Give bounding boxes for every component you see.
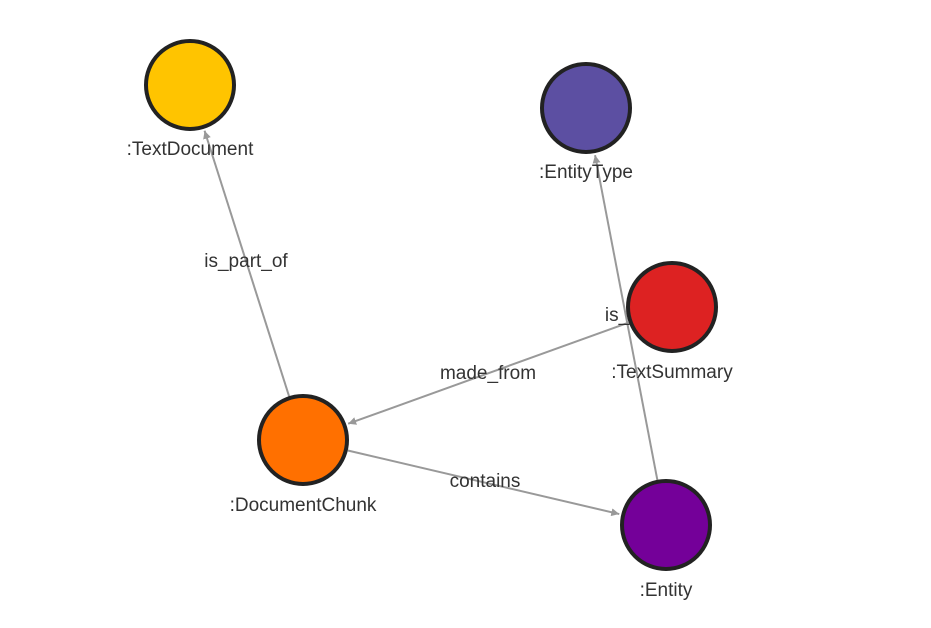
node-circle-entity[interactable] <box>620 479 712 571</box>
edge-label-is: is_ <box>605 305 630 326</box>
edge-documentchunk-to-entity[interactable] <box>347 449 620 517</box>
node-label-entitytype: :EntityType <box>539 162 633 183</box>
node-textsummary[interactable]: :TextSummary <box>611 261 733 383</box>
nodes-layer: :TextDocument :EntityType :TextSummary :Doc… <box>127 39 733 601</box>
node-label-documentchunk: :DocumentChunk <box>230 495 377 516</box>
edges-layer <box>203 130 659 517</box>
node-label-textsummary: :TextSummary <box>611 362 733 383</box>
edge-documentchunk-to-textdocument[interactable] <box>203 130 291 397</box>
edge-label-is-part-of: is_part_of <box>204 251 288 272</box>
node-entitytype[interactable]: :EntityType <box>539 62 633 183</box>
edge-entity-to-entitytype[interactable] <box>592 154 659 481</box>
node-label-entity: :Entity <box>640 580 693 601</box>
node-circle-documentchunk[interactable] <box>257 394 349 486</box>
edge-textsummary-to-documentchunk[interactable] <box>347 321 630 425</box>
node-textdocument[interactable]: :TextDocument <box>127 39 254 160</box>
edge-label-contains: contains <box>450 471 521 492</box>
edge-labels-layer: is_part_of made_from contains is_ <box>204 251 629 492</box>
node-circle-textdocument[interactable] <box>144 39 236 131</box>
node-circle-entitytype[interactable] <box>540 62 632 154</box>
node-entity[interactable]: :Entity <box>620 479 712 601</box>
node-label-textdocument: :TextDocument <box>127 139 254 160</box>
node-circle-textsummary[interactable] <box>626 261 718 353</box>
node-documentchunk[interactable]: :DocumentChunk <box>230 394 377 516</box>
edge-label-made-from: made_from <box>440 363 536 384</box>
